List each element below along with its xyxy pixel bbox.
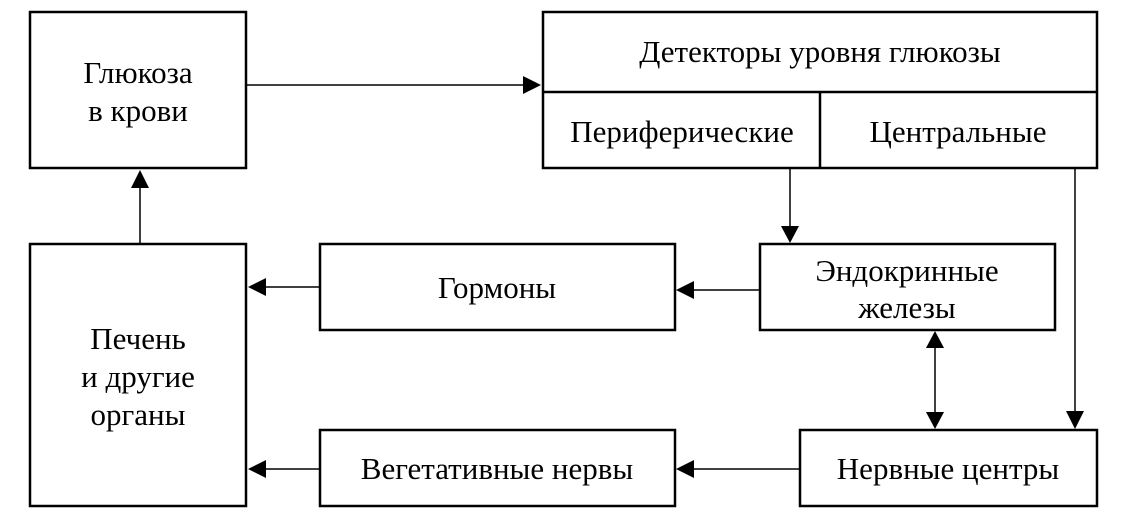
peripheral-detectors-label: Периферические [570,114,793,149]
glucose-line-2: в крови [88,93,188,128]
detectors-box: Детекторы уровня глюкозы Периферические … [541,10,1099,170]
arrow-hormones-to-liver [248,278,320,296]
arrow-central-to-nerve-centers [1066,168,1084,429]
liver-line-1: Печень [90,321,185,356]
arrow-liver-to-glucose [131,170,149,244]
glucose-line-1: Глюкоза [83,55,192,90]
vegetative-nerves-label: Вегетативные нервы [361,451,634,486]
arrow-endocrine-to-hormones [676,281,760,299]
arrow-vegetative-nerves-to-liver [248,460,320,478]
arrow-endocrine-nerve-centers-bidirectional [926,331,944,429]
central-detectors-label: Центральные [870,114,1047,149]
endocrine-line-2: железы [857,290,956,325]
arrow-peripheral-to-endocrine [781,168,799,243]
endocrine-line-1: Эндокринные [815,253,998,288]
hormones-label: Гормоны [438,270,556,305]
nerve-centers-box: Нервные центры [798,428,1099,508]
hormones-box: Гормоны [318,242,677,332]
glucose-box: Глюкоза в крови [28,10,248,170]
vegetative-nerves-box: Вегетативные нервы [318,428,677,508]
nerve-centers-label: Нервные центры [837,451,1060,486]
liver-line-2: и другие [81,359,195,394]
arrow-nerve-centers-to-vegetative-nerves [676,460,800,478]
endocrine-glands-box: Эндокринные железы [758,242,1057,332]
liver-line-3: органы [91,397,186,432]
arrow-glucose-to-detectors [246,76,541,94]
liver-organs-box: Печень и другие органы [28,242,248,508]
detectors-title: Детекторы уровня глюкозы [639,34,1001,69]
